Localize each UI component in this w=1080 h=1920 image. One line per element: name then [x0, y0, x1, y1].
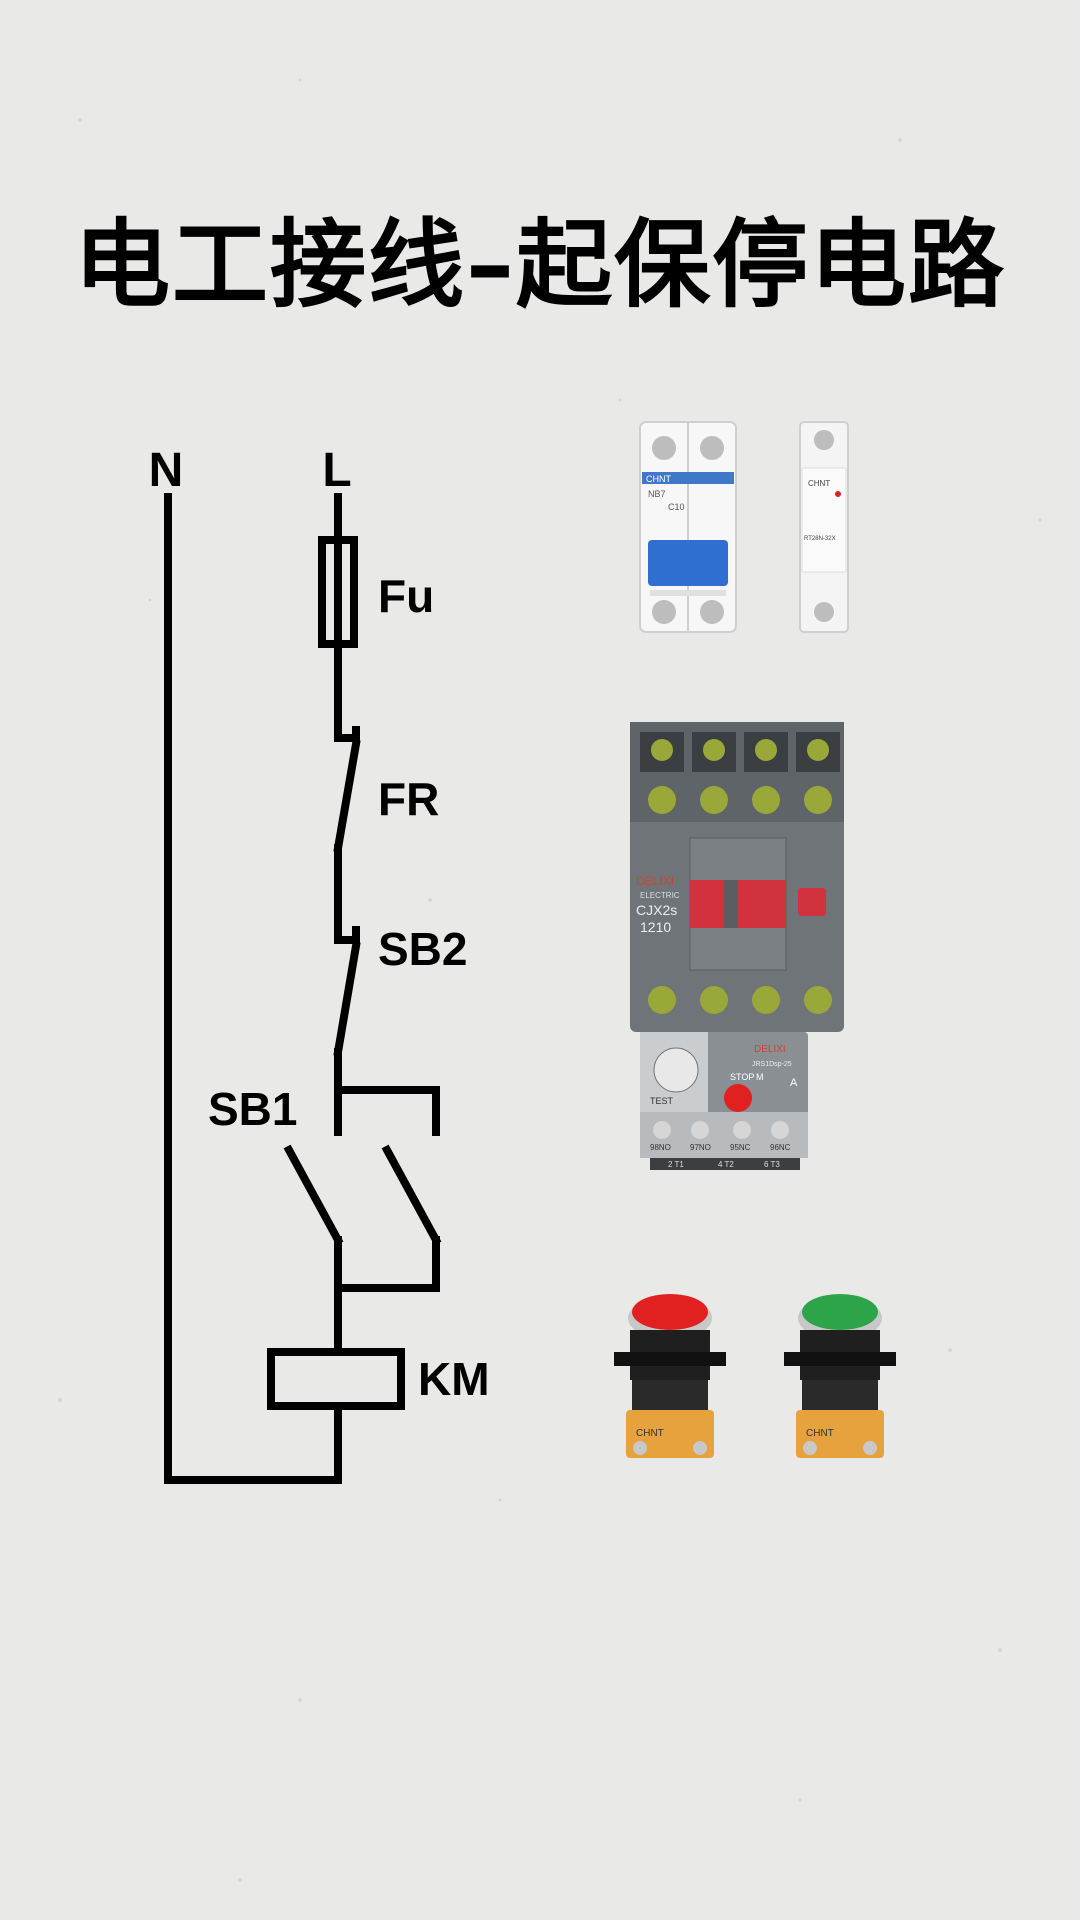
red-push-button: CHNT: [614, 1294, 726, 1458]
neutral-wire: [164, 493, 342, 1484]
svg-text:RT28N-32X: RT28N-32X: [804, 536, 836, 542]
svg-text:ELECTRIC: ELECTRIC: [640, 891, 680, 900]
km-aux-contact: [381, 1144, 442, 1246]
svg-text:CHNT: CHNT: [636, 1428, 664, 1439]
svg-text:DELIXI: DELIXI: [754, 1044, 786, 1055]
neutral-label: N: [149, 444, 184, 497]
contactor: DELIXI ELECTRIC CJX2s 1210: [630, 722, 844, 1032]
coil-symbol: [267, 1348, 405, 1410]
svg-text:96NC: 96NC: [770, 1143, 791, 1152]
svg-text:C10: C10: [668, 502, 685, 512]
svg-text:CHNT: CHNT: [808, 479, 830, 488]
line-label: L: [322, 444, 351, 497]
stop-button-contact: [333, 941, 361, 1057]
svg-text:1210: 1210: [640, 919, 671, 935]
svg-text:TEST: TEST: [650, 1096, 674, 1106]
fuse-label: Fu: [378, 570, 434, 622]
circuit-breaker: CHNT NB7 C10: [639, 421, 737, 633]
start-button-label: SB1: [208, 1083, 297, 1135]
svg-text:M: M: [756, 1072, 764, 1082]
svg-text:95NC: 95NC: [730, 1143, 751, 1152]
page-title: 电工接线–起保停电路: [74, 209, 1006, 321]
svg-text:CHNT: CHNT: [646, 474, 671, 484]
svg-text:CJX2s: CJX2s: [636, 902, 677, 918]
svg-text:A: A: [790, 1077, 798, 1089]
stop-button-label: SB2: [378, 923, 467, 975]
green-push-button: CHNT: [784, 1294, 896, 1458]
svg-text:CHNT: CHNT: [806, 1428, 834, 1439]
thermal-relay-contact: [333, 739, 361, 853]
svg-text:4 T2: 4 T2: [718, 1160, 734, 1169]
start-button-contact: [283, 1144, 344, 1246]
fuse-holder: CHNT RT28N-32X: [799, 421, 849, 633]
svg-text:DELIXI: DELIXI: [636, 874, 674, 888]
overload-relay: DELIXI JRS1Dsp-25 STOP M A TEST 98NO 97N…: [640, 1032, 808, 1170]
svg-text:STOP: STOP: [730, 1072, 754, 1082]
svg-text:JRS1Dsp-25: JRS1Dsp-25: [752, 1061, 792, 1068]
svg-text:6 T3: 6 T3: [764, 1160, 780, 1169]
svg-text:NB7: NB7: [648, 489, 666, 499]
svg-text:2 T1: 2 T1: [668, 1160, 684, 1169]
svg-text:97NO: 97NO: [690, 1143, 711, 1152]
svg-text:98NO: 98NO: [650, 1143, 671, 1152]
thermal-relay-label: FR: [378, 773, 439, 825]
coil-label: KM: [418, 1353, 490, 1405]
